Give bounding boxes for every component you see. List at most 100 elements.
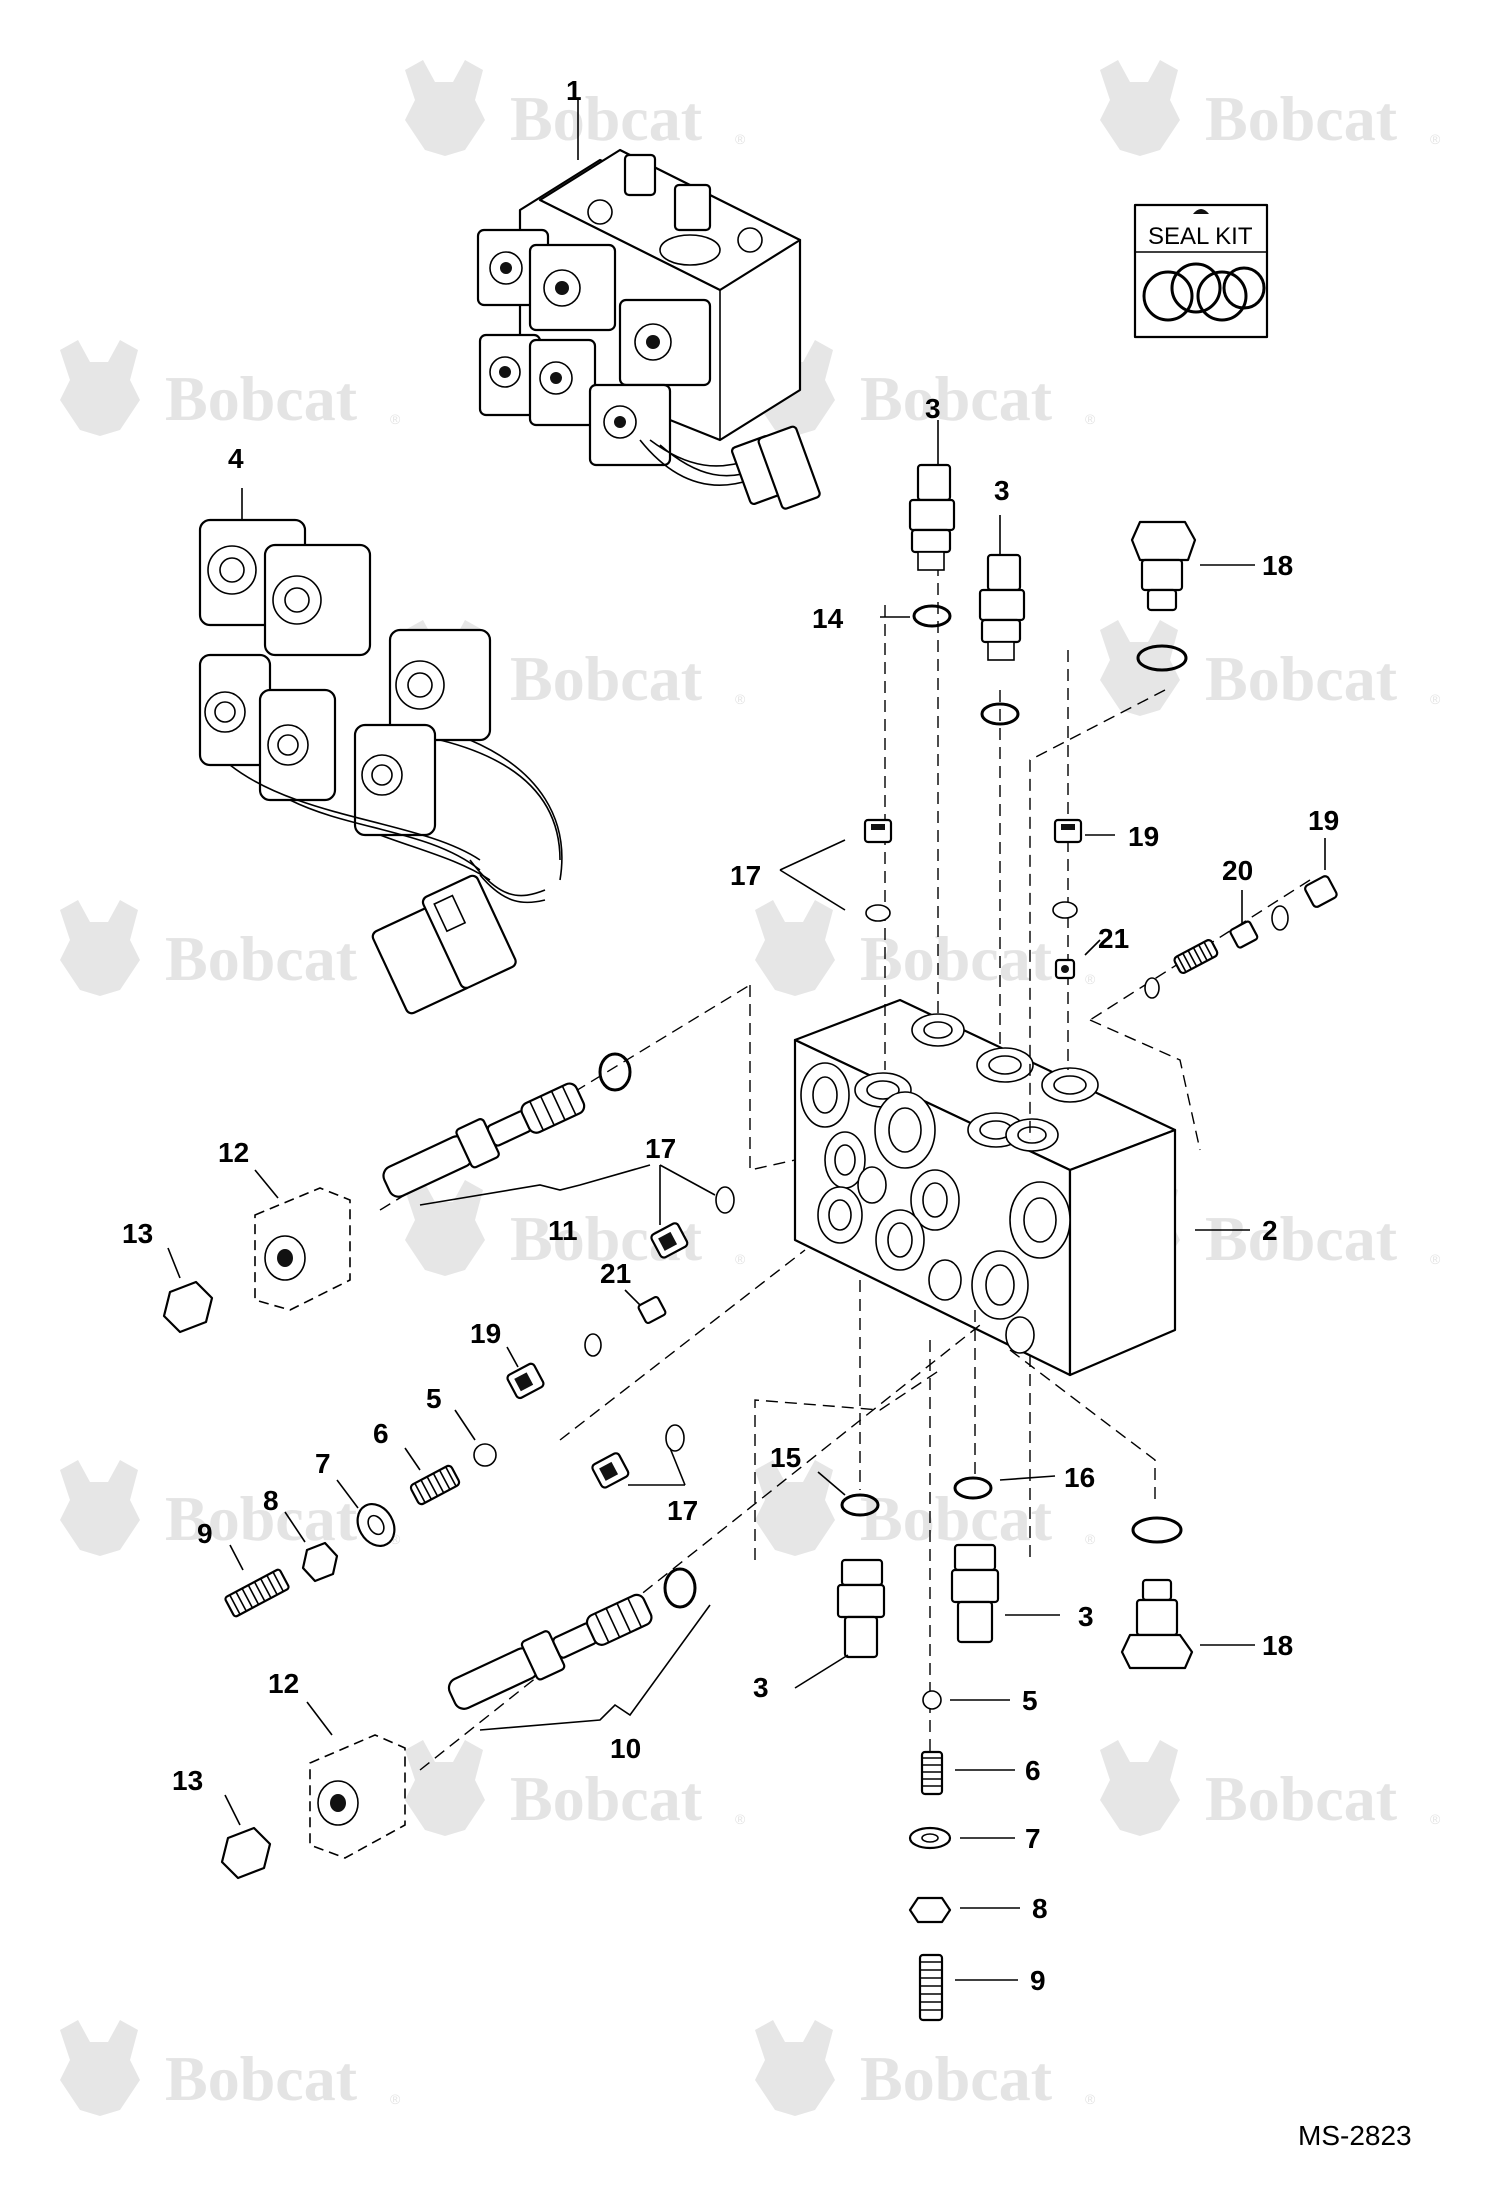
callout-17: 17 bbox=[730, 860, 761, 891]
callout-20: 20 bbox=[1222, 855, 1253, 886]
callout-2: 2 bbox=[1262, 1215, 1278, 1246]
watermark: Bobcat ® bbox=[405, 60, 746, 156]
callout-9: 9 bbox=[1030, 1965, 1046, 1996]
callout-21: 21 bbox=[1098, 923, 1129, 954]
svg-text:Bobcat: Bobcat bbox=[510, 1763, 703, 1834]
svg-text:®: ® bbox=[735, 131, 746, 147]
valve-assembly-part-1: 1 bbox=[476, 75, 821, 510]
svg-text:®: ® bbox=[1430, 1811, 1441, 1827]
svg-text:Bobcat: Bobcat bbox=[165, 1483, 358, 1554]
svg-text:®: ® bbox=[735, 1251, 746, 1267]
callout-13: 13 bbox=[172, 1765, 203, 1796]
callout-3: 3 bbox=[925, 393, 941, 424]
svg-text:Bobcat: Bobcat bbox=[1205, 83, 1398, 154]
o-ring-part-14: 14 bbox=[812, 603, 952, 634]
svg-text:®: ® bbox=[1430, 131, 1441, 147]
svg-text:Bobcat: Bobcat bbox=[860, 1483, 1053, 1554]
spring-part-6: 6 bbox=[373, 1418, 461, 1506]
coil-part-12: 12 bbox=[268, 1668, 406, 1859]
callout-8: 8 bbox=[263, 1485, 279, 1516]
ball-part-5: 5 bbox=[922, 1685, 1038, 1716]
svg-text:Bobcat: Bobcat bbox=[165, 923, 358, 994]
elbow-fitting-part-3: 3 bbox=[978, 475, 1026, 661]
callout-9: 9 bbox=[197, 1518, 213, 1549]
svg-text:Bobcat: Bobcat bbox=[1205, 1203, 1398, 1274]
svg-text:®: ® bbox=[735, 1811, 746, 1827]
o-ring bbox=[980, 702, 1020, 726]
svg-text:Bobcat: Bobcat bbox=[165, 363, 358, 434]
watermark: Bobcat ® bbox=[1100, 1180, 1441, 1276]
callout-17: 17 bbox=[667, 1495, 698, 1526]
callout-19: 19 bbox=[1308, 805, 1339, 836]
callout-19: 19 bbox=[470, 1318, 501, 1349]
spring-part-20: 20 bbox=[1144, 855, 1289, 999]
svg-text:Bobcat: Bobcat bbox=[1205, 1763, 1398, 1834]
coil-part-12: 12 bbox=[218, 1137, 351, 1311]
washer-part-7: 7 bbox=[315, 1448, 396, 1547]
callout-7: 7 bbox=[1025, 1823, 1041, 1854]
svg-text:Bobcat: Bobcat bbox=[860, 363, 1053, 434]
o-ring bbox=[1052, 901, 1078, 919]
svg-text:Bobcat: Bobcat bbox=[510, 83, 703, 154]
callout-3: 3 bbox=[994, 475, 1010, 506]
elbow-fitting-part-3: 3 bbox=[950, 1543, 1094, 1644]
watermark: Bobcat® bbox=[60, 340, 401, 436]
callout-12: 12 bbox=[268, 1668, 299, 1699]
callout-15: 15 bbox=[770, 1442, 801, 1473]
plug-part-19: 19 bbox=[1053, 818, 1159, 852]
callout-3: 3 bbox=[753, 1672, 769, 1703]
callout-17: 17 bbox=[645, 1133, 676, 1164]
svg-text:®: ® bbox=[390, 2091, 401, 2107]
watermark: Bobcat® bbox=[60, 900, 401, 996]
callout-6: 6 bbox=[1025, 1755, 1041, 1786]
watermark: Bobcat ® bbox=[755, 1460, 1096, 1556]
callout-14: 14 bbox=[812, 603, 844, 634]
callout-19: 19 bbox=[1128, 821, 1159, 852]
svg-text:®: ® bbox=[1085, 2091, 1096, 2107]
relief-valve-part-18: 18 bbox=[1120, 1516, 1293, 1670]
elbow-fitting-part-3: 3 bbox=[908, 393, 956, 571]
relief-valve-part-18: 18 bbox=[1130, 520, 1293, 672]
drawing-number: MS-2823 bbox=[1298, 2120, 1412, 2151]
watermark: Bobcat ® bbox=[755, 2020, 1096, 2116]
o-ring bbox=[584, 1333, 602, 1357]
svg-text:®: ® bbox=[1085, 411, 1096, 427]
watermark: Bobcat ® bbox=[1100, 1740, 1441, 1836]
watermark: Bobcat ® bbox=[755, 900, 1096, 996]
plug-part-19: 19 bbox=[470, 1318, 545, 1400]
watermark: Bobcat ® bbox=[755, 340, 1096, 436]
nut-part-8: 8 bbox=[908, 1893, 1048, 1924]
watermark: Bobcat® bbox=[1100, 620, 1441, 716]
seal-kit-box: SEAL KIT bbox=[1133, 203, 1269, 339]
svg-text:®: ® bbox=[390, 1531, 401, 1547]
callout-3: 3 bbox=[1078, 1601, 1094, 1632]
callout-6: 6 bbox=[373, 1418, 389, 1449]
callout-5: 5 bbox=[426, 1383, 442, 1414]
svg-text:Bobcat: Bobcat bbox=[860, 2043, 1053, 2114]
nut-part-13: 13 bbox=[172, 1765, 272, 1880]
svg-text:Bobcat: Bobcat bbox=[510, 643, 703, 714]
screw-part-9: 9 bbox=[918, 1953, 1046, 2022]
svg-text:Bobcat: Bobcat bbox=[165, 2043, 358, 2114]
watermark: Bobcat ® bbox=[1100, 60, 1441, 156]
svg-text:Bobcat: Bobcat bbox=[860, 923, 1053, 994]
nut-part-8: 8 bbox=[263, 1485, 339, 1583]
watermark: Bobcat ® bbox=[60, 1460, 401, 1556]
plug-part-17: 17 bbox=[730, 818, 893, 922]
svg-text:®: ® bbox=[1085, 1531, 1096, 1547]
svg-text:®: ® bbox=[1430, 1251, 1441, 1267]
o-ring-part-16: 16 bbox=[953, 1462, 1095, 1500]
plug-part-17: 17 bbox=[591, 1424, 698, 1526]
callout-5: 5 bbox=[1022, 1685, 1038, 1716]
callout-8: 8 bbox=[1032, 1893, 1048, 1924]
svg-text:®: ® bbox=[1430, 691, 1441, 707]
o-ring-part-15: 15 bbox=[770, 1442, 880, 1517]
callout-16: 16 bbox=[1064, 1462, 1095, 1493]
callout-4: 4 bbox=[228, 443, 244, 474]
watermark-layer: Bobcat® Bobcat® Bobcat® Bobcat® Bobcat® … bbox=[60, 60, 1441, 2116]
svg-text:®: ® bbox=[1085, 971, 1096, 987]
callout-7: 7 bbox=[315, 1448, 331, 1479]
callout-12: 12 bbox=[218, 1137, 249, 1168]
solenoid-cartridge-part-10: 10 bbox=[447, 1567, 711, 1764]
